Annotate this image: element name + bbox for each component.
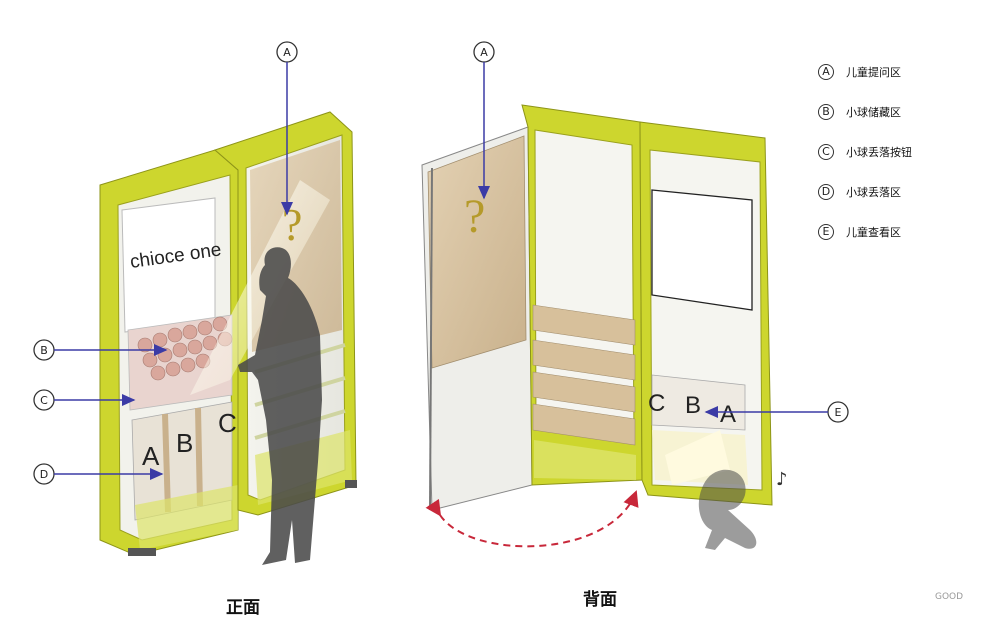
front-callout-d: D [33, 463, 164, 485]
back-callout-e-letter: E [835, 406, 842, 419]
front-question-mark: ? [282, 199, 302, 250]
legend-marker: D [818, 184, 834, 200]
back-callout-a-letter: A [480, 46, 488, 59]
back-callout-e: E [704, 401, 849, 423]
legend-label: 小球丢落区 [846, 186, 901, 199]
front-callout-a: A [276, 41, 298, 216]
legend-item-e: E 儿童查看区 [818, 222, 988, 242]
legend: A 儿童提问区 B 小球储藏区 C 小球丢落按钮 D 小球丢落区 E 儿童查看区 [818, 62, 988, 262]
legend-label: 小球丢落按钮 [846, 146, 912, 159]
front-slot-letter-c: C [218, 408, 237, 438]
back-slot-letter-a: A [720, 401, 736, 428]
front-view-caption: 正面 [226, 598, 260, 618]
front-callout-b: B [33, 339, 168, 361]
legend-marker: A [818, 64, 834, 80]
legend-marker: E [818, 224, 834, 240]
legend-marker: B [818, 104, 834, 120]
legend-label: 小球储藏区 [846, 106, 901, 119]
front-slot-letter-b: B [176, 428, 193, 458]
back-question-mark: ? [464, 190, 485, 243]
legend-item-c: C 小球丢落按钮 [818, 142, 988, 162]
front-callout-c: C [33, 389, 136, 411]
front-callout-b-letter: B [40, 344, 48, 357]
watermark: GOOD [935, 592, 964, 602]
music-note-icon: ♪ [776, 469, 788, 490]
front-callout-a-letter: A [283, 46, 291, 59]
front-callout-d-letter: D [40, 468, 48, 481]
legend-label: 儿童查看区 [846, 226, 901, 239]
back-view-caption: 背面 [583, 590, 617, 610]
front-slot-letter-a: A [142, 441, 160, 471]
back-slot-letter-c: C [648, 390, 665, 417]
legend-item-a: A 儿童提问区 [818, 62, 988, 82]
back-slot-letter-b: B [685, 392, 701, 419]
front-callout-c-letter: C [40, 394, 48, 407]
legend-item-b: B 小球储藏区 [818, 102, 988, 122]
door-swing-arrow [425, 490, 639, 548]
back-cabinet [421, 104, 773, 511]
legend-marker: C [818, 144, 834, 160]
person-silhouette [238, 247, 322, 565]
baby-silhouette [698, 469, 757, 550]
back-callout-a: A [473, 41, 495, 200]
legend-item-d: D 小球丢落区 [818, 182, 988, 202]
legend-label: 儿童提问区 [846, 66, 901, 79]
